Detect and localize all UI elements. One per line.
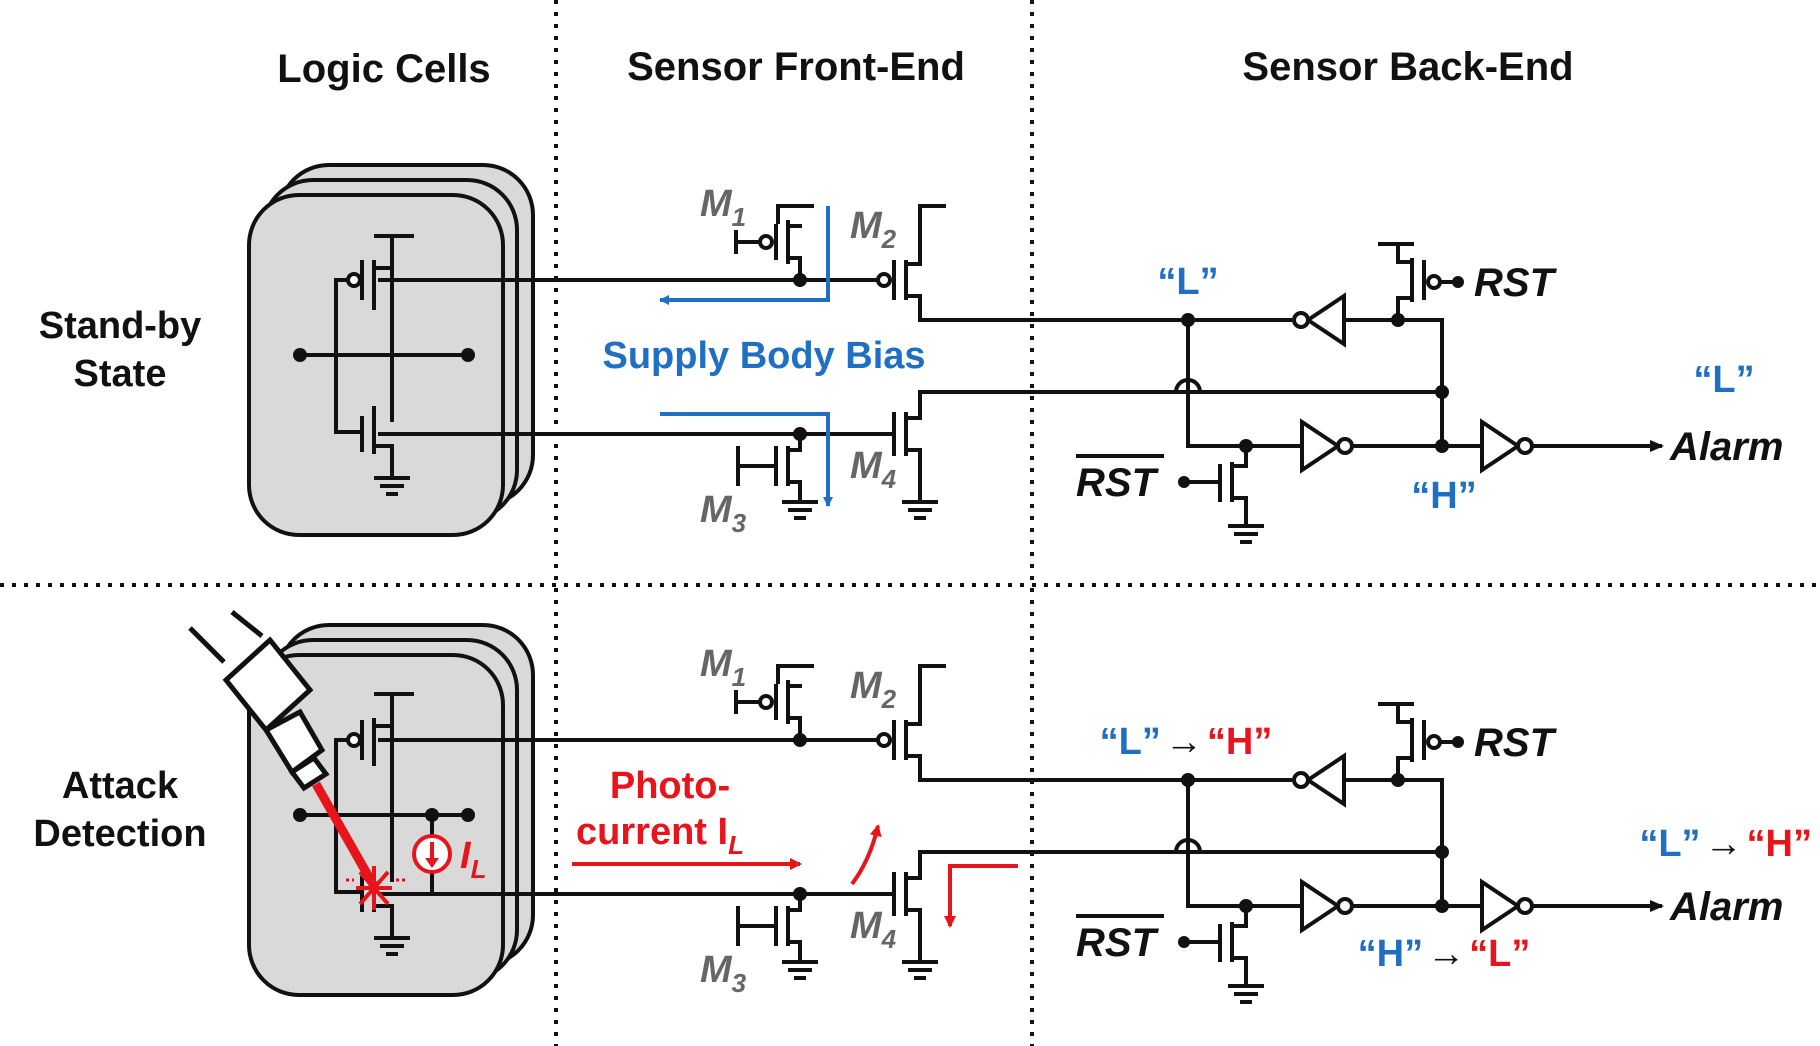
label-m1-sub: 1 — [732, 202, 746, 232]
label-supply-body-bias: Supply Body Bias — [602, 335, 925, 377]
alarm-arrow: → — [1705, 823, 1743, 865]
svg-text:IL: IL — [460, 835, 486, 884]
header-sensor-back-end: Sensor Back-End — [1242, 45, 1573, 89]
label-m4-sub: 4 — [881, 464, 897, 494]
alarm-level-standby: “L” — [1693, 359, 1754, 401]
label-m1-attack: M — [700, 643, 733, 685]
label-rst-bar-attack: RST — [1076, 921, 1160, 965]
svg-text:M4: M4 — [850, 905, 897, 954]
node-label-bottom-standby: “H” — [1411, 475, 1476, 517]
alarm-from: “L” — [1639, 823, 1700, 865]
front-end-attack: M1 M2 M3 — [572, 643, 1292, 998]
label-rst-attack: RST — [1474, 721, 1558, 765]
label-m1-sub-attack: 1 — [732, 662, 746, 692]
svg-text:current IL: current IL — [576, 811, 744, 860]
label-m4-sub-attack: 4 — [881, 924, 897, 954]
logic-cell-stack-attack: IL — [188, 610, 802, 997]
node-bottom-arrow: → — [1427, 933, 1465, 975]
row-label-attack-2: Detection — [33, 813, 206, 855]
svg-text:M4: M4 — [850, 445, 897, 494]
label-m1: M — [700, 183, 733, 225]
laser-strike-icon — [346, 866, 406, 910]
label-m3-sub-attack: 3 — [732, 968, 747, 998]
svg-text:“H” → “L”: “H” → “L” — [1358, 933, 1531, 975]
label-photo-current-1: Photo- — [610, 765, 730, 807]
svg-text:M1: M1 — [700, 643, 746, 692]
label-alarm-attack: Alarm — [1669, 885, 1783, 929]
row-label-standby-2: State — [74, 353, 167, 395]
svg-text:“L” → “H”: “L” → “H” — [1100, 721, 1273, 763]
svg-text:M2: M2 — [850, 665, 897, 714]
laser-probe-icon — [188, 610, 378, 889]
back-end-attack: RST Alarm RST “L” → “H” — [918, 702, 1812, 1004]
alarm-to: “H” — [1747, 823, 1812, 865]
label-rst-standby: RST — [1474, 261, 1558, 305]
back-end-standby: RST Alarm RST “L” “H” “L” — [918, 242, 1783, 544]
svg-text:M3: M3 — [700, 489, 747, 538]
label-m2-attack: M — [850, 665, 883, 707]
label-rst-bar-standby: RST — [1076, 461, 1160, 505]
label-m4-attack: M — [850, 905, 883, 947]
node-top-from: “L” — [1100, 721, 1161, 763]
label-m3: M — [700, 489, 733, 531]
row-label-standby-1: Stand-by — [39, 305, 202, 347]
node-top-to: “H” — [1207, 721, 1272, 763]
svg-text:M1: M1 — [700, 183, 746, 232]
label-photo-current-sub: L — [728, 830, 744, 860]
row-label-attack-1: Attack — [62, 765, 179, 807]
logic-cell-stack-standby — [247, 163, 802, 537]
svg-text:M3: M3 — [700, 949, 747, 998]
label-m2-sub-attack: 2 — [881, 684, 897, 714]
label-m3-attack: M — [700, 949, 733, 991]
header-logic-cells: Logic Cells — [277, 47, 490, 91]
svg-text:“L” → “H”: “L” → “H” — [1639, 823, 1812, 865]
svg-text:M2: M2 — [850, 205, 897, 254]
label-il: I — [460, 835, 472, 877]
label-m3-sub: 3 — [732, 508, 747, 538]
header-sensor-front-end: Sensor Front-End — [627, 45, 965, 89]
label-il-sub: L — [471, 854, 487, 884]
label-m2: M — [850, 205, 883, 247]
node-label-top-standby: “L” — [1157, 261, 1218, 303]
label-alarm-standby: Alarm — [1669, 425, 1783, 469]
node-bottom-to: “L” — [1469, 933, 1530, 975]
label-m2-sub: 2 — [881, 224, 897, 254]
node-top-arrow: → — [1165, 721, 1203, 763]
label-m4: M — [850, 445, 883, 487]
node-bottom-from: “H” — [1358, 933, 1423, 975]
label-photo-current-2: current I — [576, 811, 728, 853]
